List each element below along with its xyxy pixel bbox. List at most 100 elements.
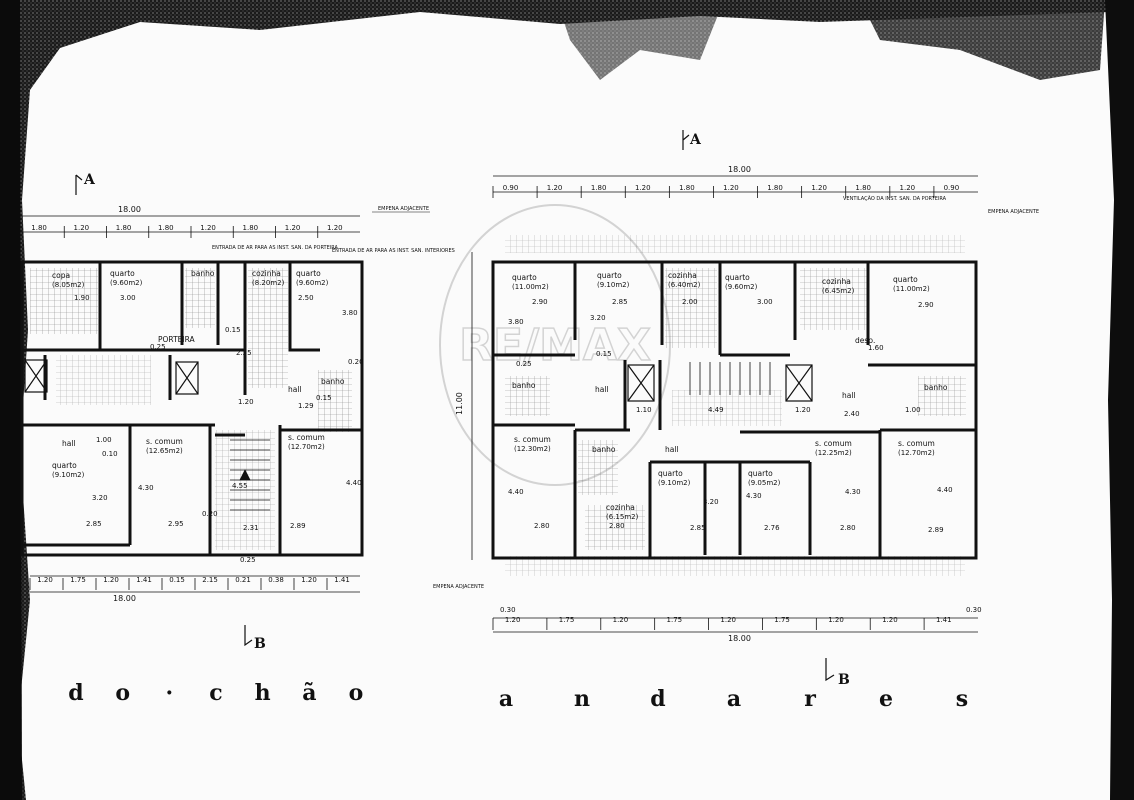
title-letter: d [68, 680, 83, 706]
inner-dimension: 4.40 [346, 479, 362, 487]
section-mark-b-left: B [254, 636, 266, 652]
room-area: (12.65m2) [146, 447, 183, 455]
inner-dimension: 0.30 [966, 606, 982, 614]
dimension-label: 1.80 [591, 184, 607, 192]
room-label: banho [592, 445, 616, 454]
inner-dimension: 3.20 [92, 494, 108, 502]
inner-dimension: 2.80 [840, 524, 856, 532]
title-letter: n [574, 686, 590, 712]
dimension-label: 0.38 [268, 576, 284, 584]
dimension-label: 1.80 [679, 184, 695, 192]
room-area: (9.10m2) [52, 471, 85, 479]
room-label: cozinha [606, 503, 635, 512]
inner-dimension: 0.20 [348, 358, 364, 366]
dimension-label: 2.15 [202, 576, 218, 584]
title-letter: · [165, 680, 173, 706]
inner-dimension: 3.00 [120, 294, 136, 302]
room-label: quarto [893, 275, 918, 284]
room-label: cozinha [252, 269, 281, 278]
inner-dimension: 0.20 [202, 510, 218, 518]
dimension-label: 1.80 [767, 184, 783, 192]
left-total-width: 18.00 [118, 205, 141, 214]
room-area: (9.60m2) [725, 283, 758, 291]
inner-dimension: 3.20 [590, 314, 606, 322]
room-label: hall [665, 445, 679, 454]
inner-dimension: 1.00 [905, 406, 921, 414]
left-total-width-bottom: 18.00 [113, 594, 136, 603]
title-letter: a [727, 686, 741, 712]
inner-dimension: 3.80 [508, 318, 524, 326]
inner-dimension: 2.50 [298, 294, 314, 302]
dimension-label: 1.75 [559, 616, 575, 624]
left-note-2: ENTRADA DE AR PARA AS INST. SAN. INTERIO… [332, 248, 455, 254]
inner-dimension: 2.90 [532, 298, 548, 306]
room-area: (12.30m2) [514, 445, 551, 453]
room-area: (8.05m2) [52, 281, 85, 289]
inner-dimension: 1.00 [96, 436, 112, 444]
room-area: (8.20m2) [252, 279, 285, 287]
room-area: (12.25m2) [815, 449, 852, 457]
title-letter: d [650, 686, 665, 712]
right-note-1: VENTILAÇÃO DA INST. SAN. DA PORTEIRA [843, 195, 947, 202]
dimension-label: 1.80 [31, 224, 47, 232]
inner-dimension: 2.76 [764, 524, 780, 532]
room-label: quarto [296, 269, 321, 278]
right-empena-note-bottom: EMPENA ADJACENTE [433, 584, 484, 590]
room-area: (12.70m2) [288, 443, 325, 451]
inner-dimension: 0.25 [516, 360, 532, 368]
dimension-label: 1.20 [37, 576, 53, 584]
dimension-label: 1.20 [327, 224, 343, 232]
dimension-label: 1.41 [936, 616, 952, 624]
room-label: PORTEIRA [158, 335, 196, 344]
inner-dimension: 4.30 [138, 484, 154, 492]
dimension-label: 1.75 [70, 576, 86, 584]
dimension-label: 0.90 [944, 184, 960, 192]
room-label: hall [595, 385, 609, 394]
dimension-label: 0.90 [503, 184, 519, 192]
title-letter: o [349, 680, 364, 706]
room-label: cozinha [822, 277, 851, 286]
room-area: (9.60m2) [296, 279, 329, 287]
room-label: s. comum [146, 437, 183, 446]
inner-dimension: 0.10 [102, 450, 118, 458]
right-empena-note: EMPENA ADJACENTE [988, 209, 1039, 215]
inner-dimension: 2.89 [290, 522, 306, 530]
dimension-label: 0.21 [235, 576, 251, 584]
room-label: copa [52, 271, 70, 280]
dimension-label: 1.75 [667, 616, 683, 624]
title-letter: h [255, 680, 271, 706]
dimension-label: 1.20 [900, 184, 916, 192]
title-letter: a [499, 686, 513, 712]
dimension-label: 1.20 [811, 184, 827, 192]
inner-dimension: 2.25 [236, 349, 252, 357]
inner-dimension: 2.85 [690, 524, 706, 532]
left-empena-note: EMPENA ADJACENTE [378, 206, 429, 212]
room-label: hall [842, 391, 856, 400]
inner-dimension: 2.95 [168, 520, 184, 528]
room-label: desp. [855, 336, 875, 345]
room-label: quarto [52, 461, 77, 470]
dimension-label: 1.20 [613, 616, 629, 624]
inner-dimension: 4.30 [746, 492, 762, 500]
dimension-label: 1.20 [103, 576, 119, 584]
dimension-label: 1.80 [243, 224, 259, 232]
inner-dimension: 2.90 [918, 301, 934, 309]
title-letter: o [115, 680, 130, 706]
inner-dimension: 2.85 [612, 298, 628, 306]
title-letter: c [209, 680, 222, 706]
room-area: (9.05m2) [748, 479, 781, 487]
room-label: s. comum [288, 433, 325, 442]
room-area: (6.40m2) [668, 281, 701, 289]
room-area: (9.10m2) [597, 281, 630, 289]
room-label: quarto [658, 469, 683, 478]
inner-dimension: 4.55 [232, 482, 248, 490]
inner-dimension: 1.60 [868, 344, 884, 352]
inner-dimension: 3.00 [757, 298, 773, 306]
